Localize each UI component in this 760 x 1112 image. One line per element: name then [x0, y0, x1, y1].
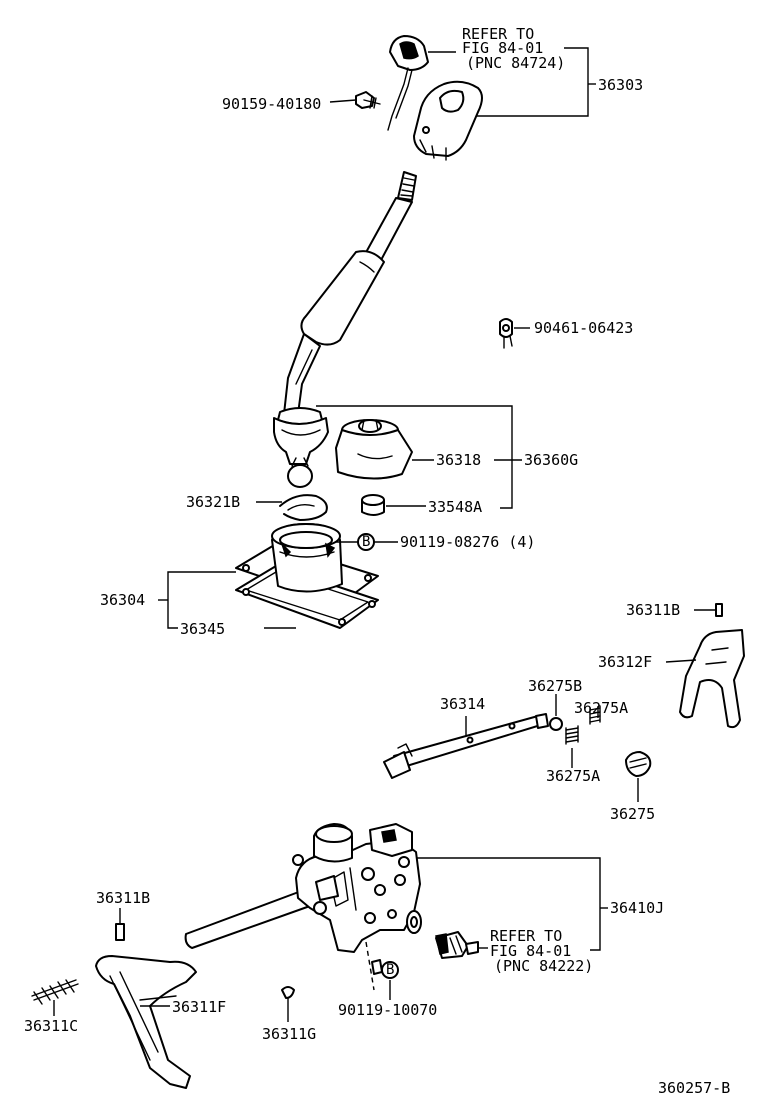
part-label-36410J: 36410J — [610, 899, 665, 917]
shift-fork-36312F — [679, 629, 745, 729]
plug-36275 — [625, 751, 652, 777]
clip-36311G — [281, 986, 295, 999]
shift-shaft-36314 — [383, 713, 549, 779]
b-marker-label-1: B — [362, 534, 371, 550]
refer-pnc-label-bottom: (PNC 84222) — [494, 957, 594, 975]
snap-ring-36321B — [279, 494, 328, 521]
spring-36275A-2 — [589, 705, 601, 725]
b-marker-circle-2 — [381, 961, 399, 979]
part-label-36303: 36303 — [598, 76, 644, 94]
leader-lines — [53, 47, 716, 1022]
part-label-90461-06423: 90461-06423 — [534, 319, 634, 337]
part-label-36311F: 36311F — [172, 998, 227, 1016]
part-label-36318: 36318 — [436, 451, 482, 469]
shift-lever — [273, 171, 417, 488]
part-label-36275B: 36275B — [528, 677, 583, 695]
shift-fork-36311F — [95, 955, 197, 1089]
part-label-36311B-left: 36311B — [96, 889, 151, 907]
part-label-90119-08276: 90119-08276 (4) — [400, 533, 536, 551]
pin-36311B-left — [115, 923, 125, 941]
shift-knob — [387, 35, 483, 161]
ball-36275B — [549, 717, 563, 731]
figure-id: 360257-B — [658, 1079, 731, 1097]
part-label-36275A-lower: 36275A — [546, 767, 601, 785]
refer-fig-label-bottom: FIG 84-01 — [490, 942, 572, 960]
b-marker-circle-1 — [357, 533, 375, 551]
part-label-36311B-right: 36311B — [626, 601, 681, 619]
part-label-36360G: 36360G — [524, 451, 579, 469]
boot-36318 — [335, 419, 413, 480]
part-label-36275: 36275 — [610, 805, 656, 823]
bushing-33548A — [361, 494, 385, 516]
part-label-36275A-upper: 36275A — [574, 699, 629, 717]
refer-pnc-label-top: (PNC 84724) — [466, 54, 566, 72]
clip-90461-06423 — [499, 318, 513, 349]
part-label-36304: 36304 — [100, 591, 146, 609]
part-label-36321B: 36321B — [186, 493, 241, 511]
spring-36311C — [31, 979, 79, 1005]
refer-to-label-bottom: REFER TO — [490, 927, 563, 945]
shift-housing-36410J — [184, 823, 479, 991]
refer-to-label-top: REFER TO — [462, 25, 535, 43]
part-label-36311G: 36311G — [262, 1025, 317, 1043]
part-label-90119-10070: 90119-10070 — [338, 1001, 438, 1019]
spring-36275A-1 — [565, 725, 579, 745]
part-label-36312F: 36312F — [598, 653, 653, 671]
part-label-90159-40180: 90159-40180 — [222, 95, 322, 113]
refer-fig-label-top: FIG 84-01 — [462, 39, 544, 57]
part-label-36311C: 36311C — [24, 1017, 79, 1035]
part-label-33548A: 33548A — [428, 498, 483, 516]
retainer-36304 — [235, 523, 379, 629]
pin-36311B-right — [715, 603, 723, 617]
part-label-36314: 36314 — [440, 695, 486, 713]
bolt-90159-40180 — [355, 91, 381, 109]
part-label-36345: 36345 — [180, 620, 226, 638]
b-marker-label-2: B — [386, 962, 395, 978]
